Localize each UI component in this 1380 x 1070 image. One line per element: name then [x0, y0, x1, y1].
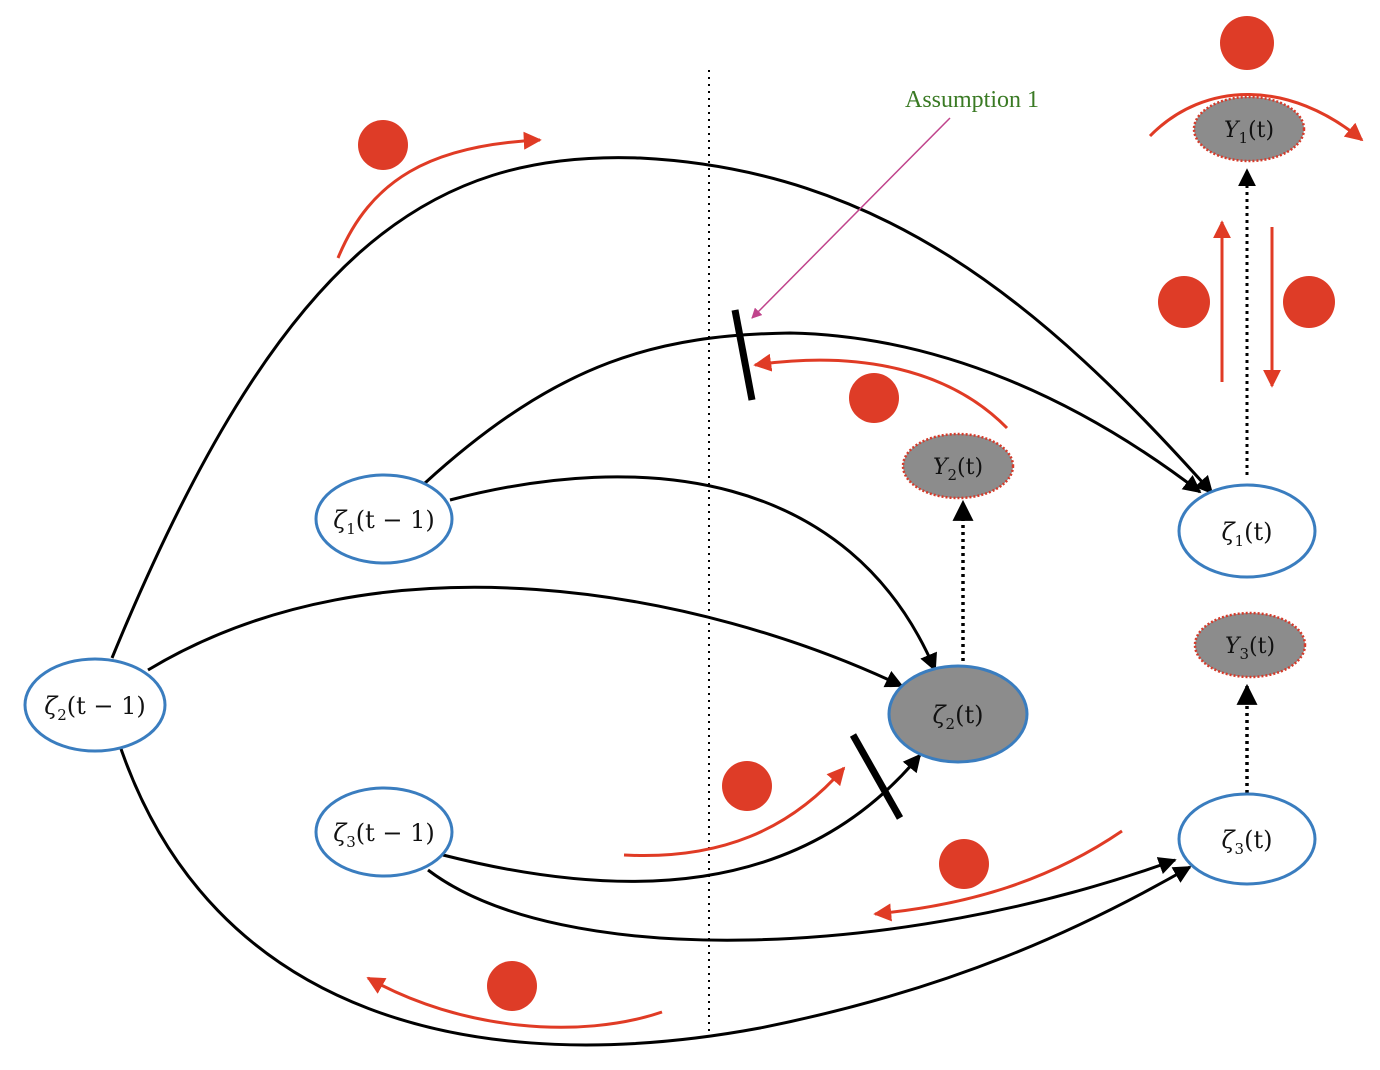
red-arrow-bottom: [366, 976, 663, 1029]
assumption-pointer: [751, 117, 951, 319]
edge-zeta2prev-to-zeta1: [110, 156, 1214, 659]
node-zeta3: ζ3(t): [1177, 792, 1317, 886]
svg-text:Y3(t): Y3(t): [1225, 634, 1275, 663]
causal-edges: [110, 156, 1214, 1047]
svg-text:ζ3(t): ζ3(t): [1222, 826, 1273, 858]
node-zeta2-prev: ζ2(t − 1): [23, 657, 167, 753]
red-dot: [487, 961, 537, 1011]
node-zeta1-prev: ζ1(t − 1): [314, 473, 454, 565]
svg-text:ζ2(t − 1): ζ2(t − 1): [44, 692, 146, 724]
red-dot: [849, 373, 899, 423]
edge-zeta1prev-to-zeta1: [423, 331, 1202, 494]
svg-text:Y1(t): Y1(t): [1224, 118, 1274, 147]
red-dot: [1220, 16, 1274, 70]
red-dot: [1283, 276, 1335, 328]
red-arrow-y1-arc: [1148, 93, 1364, 142]
edge-zeta2prev-to-zeta2: [147, 585, 904, 688]
red-arrow-upper-middle: [753, 353, 1009, 430]
red-arrow-lower-middle: [623, 766, 846, 858]
blocked-edge-bar-upper: [731, 309, 756, 401]
red-arrows: [336, 93, 1364, 1029]
node-zeta3-prev: ζ3(t − 1): [314, 786, 454, 878]
svg-text:Y2(t): Y2(t): [933, 455, 983, 484]
measurement-edges: [952, 168, 1258, 793]
assumption-label: Assumption 1: [905, 87, 1039, 113]
node-zeta2: ζ2(t): [887, 664, 1029, 764]
svg-text:ζ3(t − 1): ζ3(t − 1): [333, 819, 435, 851]
red-dot: [358, 120, 408, 170]
edge-zeta2prev-to-zeta3: [116, 739, 1192, 1047]
node-y2: Y2(t): [901, 432, 1015, 500]
node-y1: Y1(t): [1192, 95, 1306, 163]
red-arrow-lower-right: [873, 829, 1123, 922]
svg-text:ζ1(t): ζ1(t): [1222, 518, 1273, 550]
svg-text:ζ1(t − 1): ζ1(t − 1): [333, 506, 435, 538]
red-arrow-top-left: [336, 131, 542, 259]
edge-zeta1prev-to-zeta2: [449, 475, 937, 672]
red-dot: [1158, 276, 1210, 328]
blocked-edge-bar-lower: [849, 733, 904, 820]
node-zeta1: ζ1(t): [1177, 483, 1317, 579]
node-y3: Y3(t): [1193, 611, 1307, 679]
edge-zeta3prev-to-zeta2: [442, 753, 922, 883]
red-dot: [722, 761, 772, 811]
red-dot-markers: [358, 16, 1335, 1011]
edge-zeta3prev-to-zeta3: [427, 857, 1177, 942]
svg-text:ζ2(t): ζ2(t): [933, 701, 984, 733]
red-dot: [939, 839, 989, 889]
